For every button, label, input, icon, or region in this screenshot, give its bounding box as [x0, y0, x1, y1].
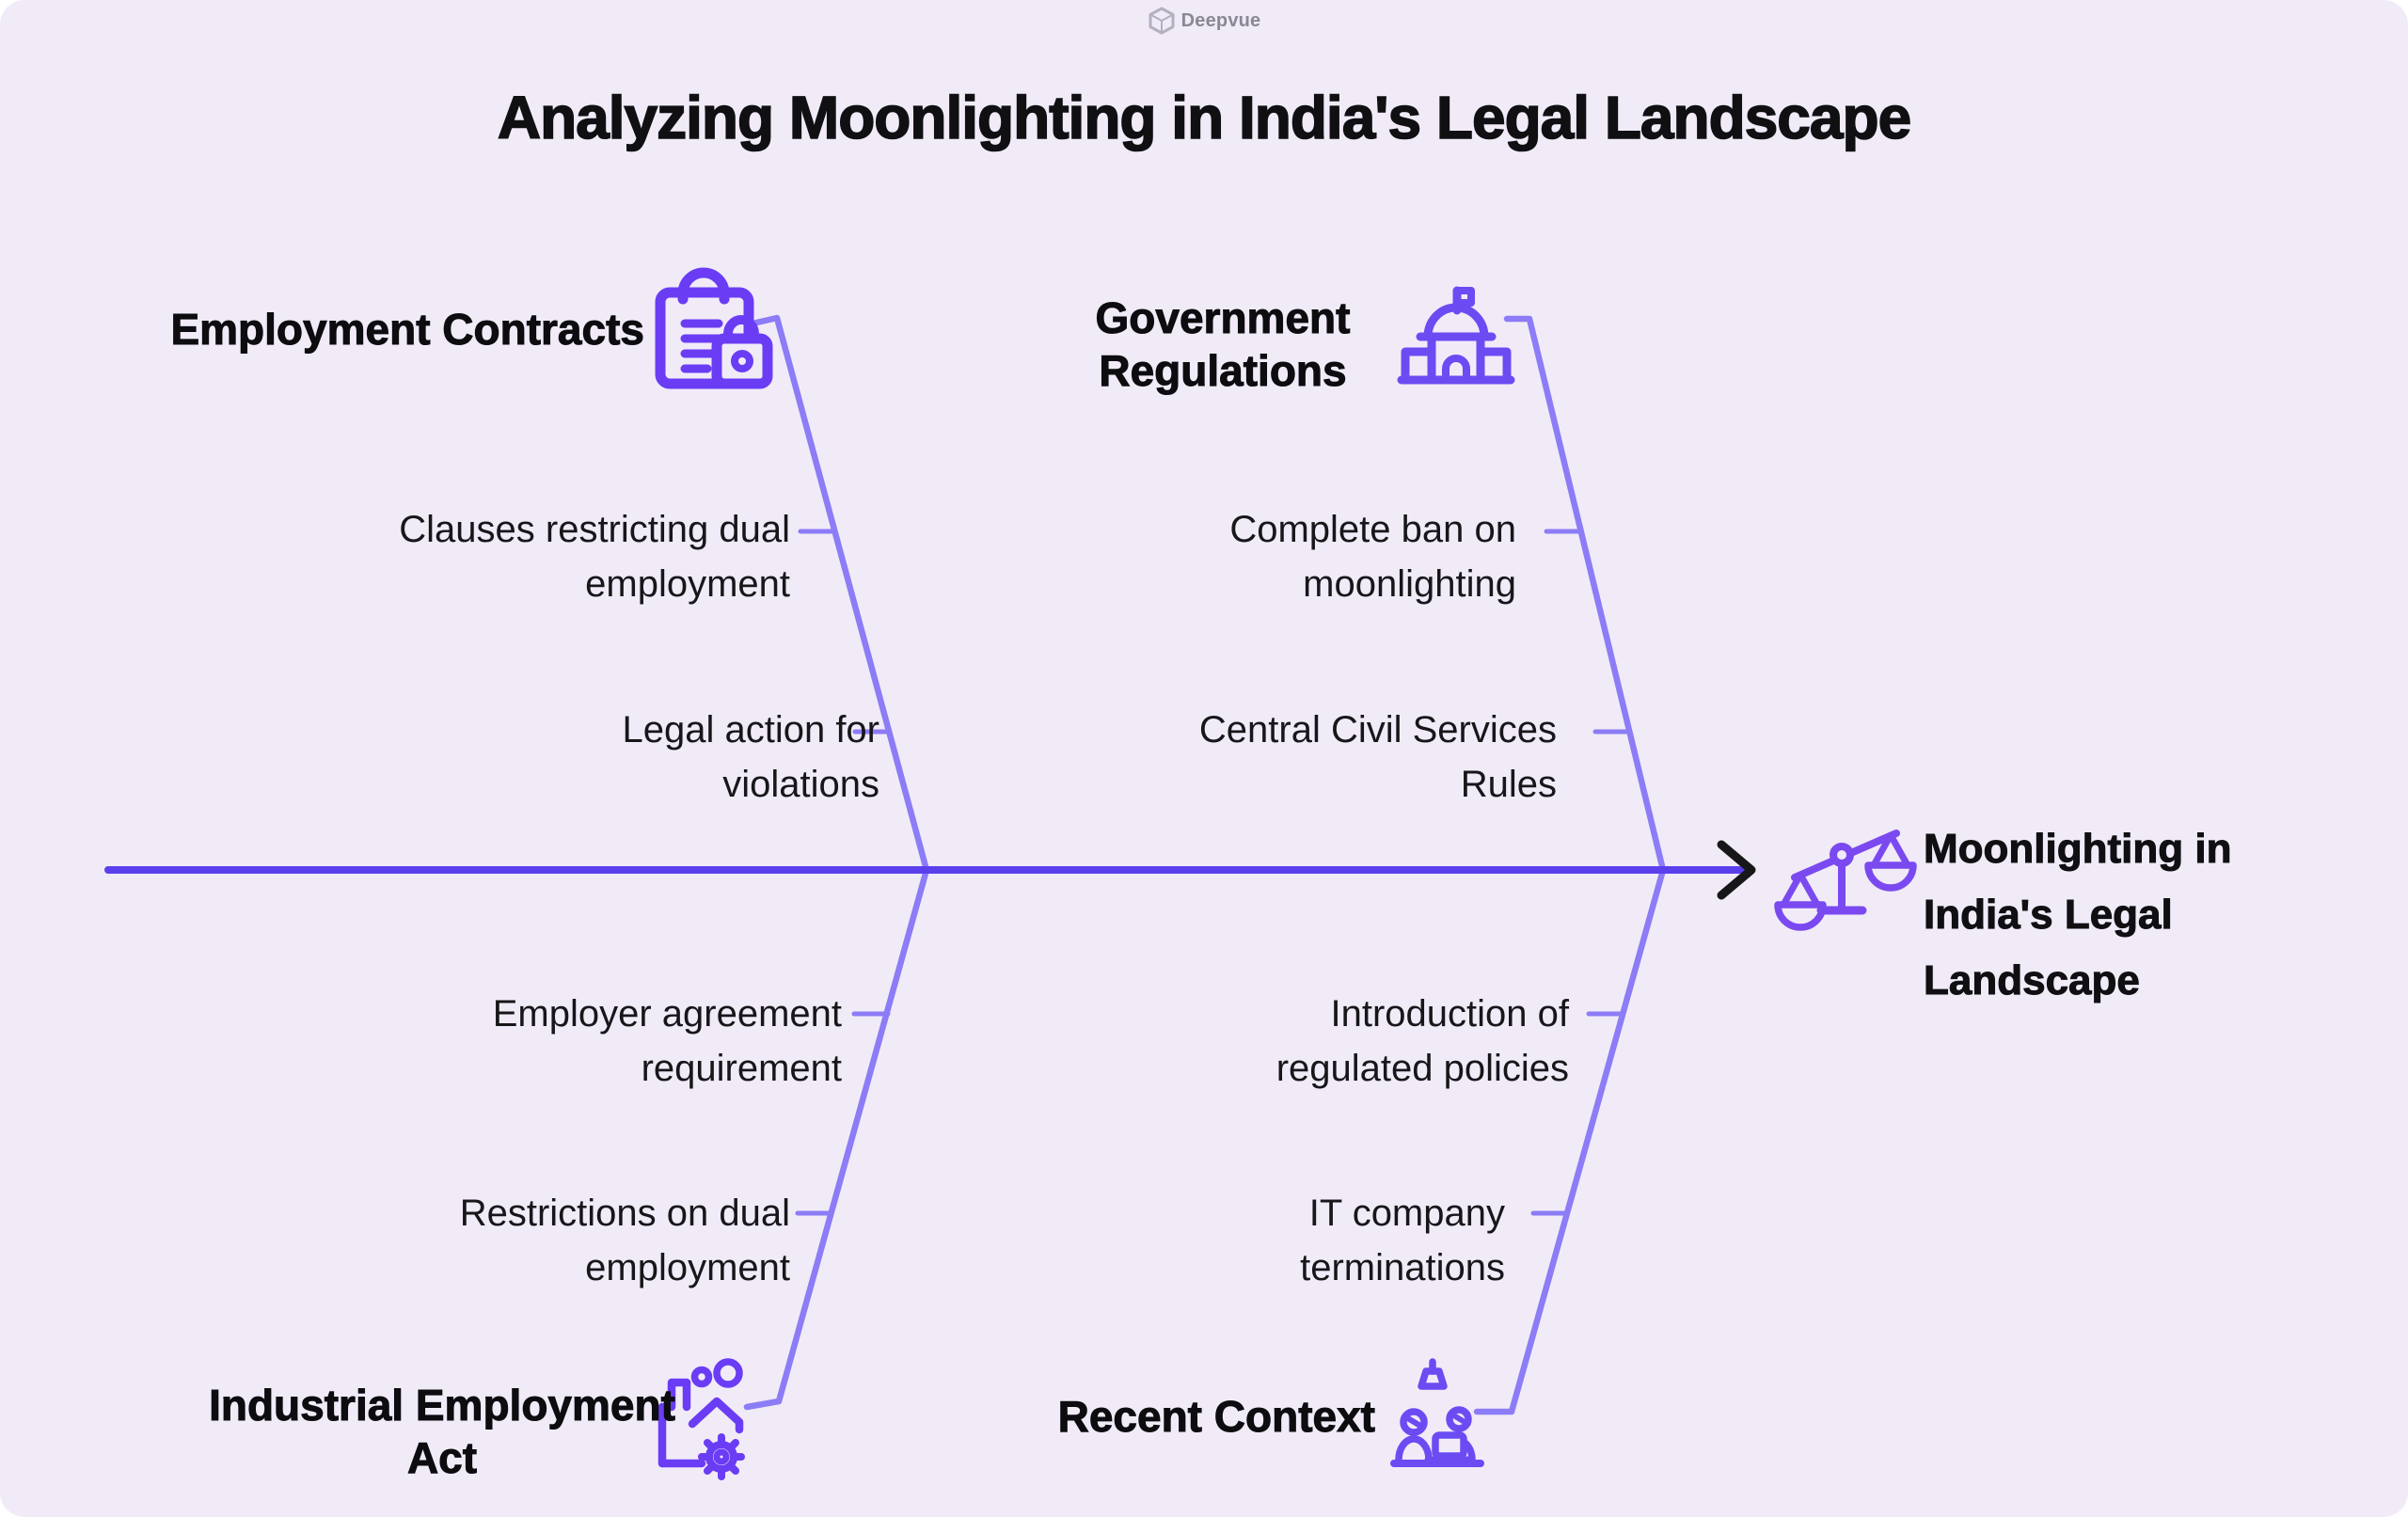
people-desk-icon: [1390, 1358, 1484, 1467]
scales-icon: [1774, 830, 1917, 931]
branch-label-employment-contracts: Employment Contracts: [170, 305, 645, 355]
branch-line-bottom-right: [1473, 866, 1667, 1415]
branch-item: IT company terminations: [1300, 1193, 1505, 1288]
branch-item: Introduction of regulated policies: [1275, 993, 1569, 1089]
tick-marks: [795, 529, 1632, 1216]
branch-line-bottom-left: [743, 866, 930, 1411]
branch-line-top-right: [1503, 315, 1667, 874]
branch-item: Restrictions on dual employment: [459, 1193, 790, 1288]
government-building-icon: [1397, 286, 1515, 385]
arrow-head-icon: [1717, 840, 1756, 900]
result-label: Moonlighting in India's Legal Landscape: [1924, 826, 2232, 1004]
branch-label-industrial-employment-act: Industrial Employment Act: [209, 1381, 676, 1483]
page-title: Analyzing Moonlighting in India's Legal …: [497, 83, 1912, 152]
branch-item: Complete ban on moonlighting: [1229, 509, 1516, 605]
branch-item: Clauses restricting dual employment: [399, 509, 790, 605]
branch-label-recent-context: Recent Context: [1057, 1392, 1375, 1442]
clipboard-lock-icon: [655, 267, 773, 389]
branch-item: Legal action for violations: [622, 709, 879, 805]
brand-name: Deepvue: [1180, 9, 1261, 31]
branch-item: Employer agreement requirement: [492, 993, 842, 1089]
branch-line-top-left: [749, 314, 930, 874]
deepvue-logo-icon: [1149, 7, 1175, 35]
brand-header: Deepvue: [0, 6, 2408, 36]
branch-item: Central Civil Services Rules: [1198, 709, 1557, 805]
branch-label-government-regulations: Government Regulations: [1095, 293, 1351, 396]
factory-gear-icon: [657, 1358, 745, 1480]
